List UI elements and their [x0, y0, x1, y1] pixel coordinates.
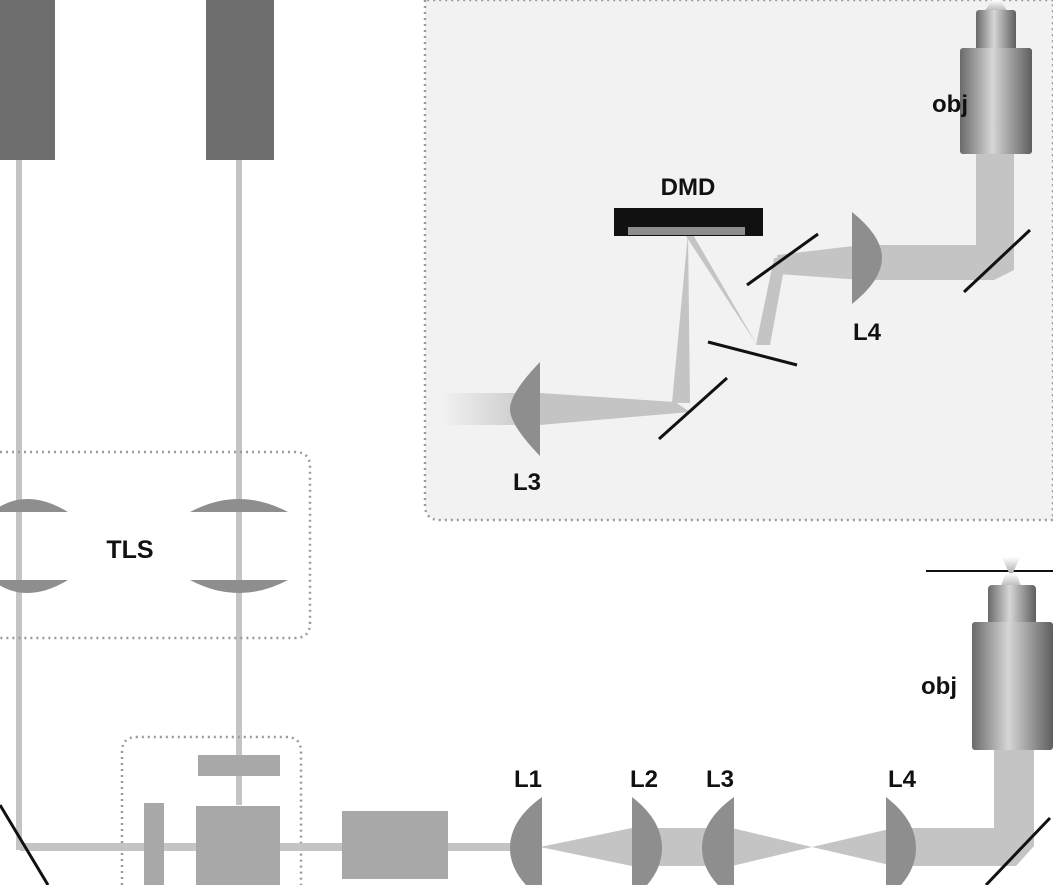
beam-vertical-2 — [236, 160, 242, 805]
label-l4: L4 — [888, 766, 917, 793]
lens-l4 — [886, 797, 916, 885]
label-l1: L1 — [514, 766, 542, 793]
label-obj-bottom: obj — [921, 673, 957, 700]
dmd-device — [614, 208, 763, 236]
inset-mirror-2 — [707, 340, 798, 367]
mirror-bottom-left — [0, 804, 50, 885]
lens-l2 — [632, 797, 662, 885]
telescope-beam-path — [540, 748, 1034, 866]
tls-lenses — [0, 499, 288, 593]
inset-mirror-3 — [746, 232, 819, 287]
laser-head-1 — [0, 0, 55, 160]
inset-mirrors — [657, 228, 1032, 441]
inset-lens-l4 — [852, 212, 882, 304]
label-l4-inset: L4 — [853, 319, 882, 346]
tls-box — [0, 450, 312, 640]
tls-lens-right-lower — [190, 580, 288, 593]
label-l2: L2 — [630, 766, 658, 793]
combiner-box — [120, 735, 303, 885]
tls-lens-left-lower — [0, 580, 68, 593]
main-objective — [926, 557, 1053, 750]
tls-lens-left-upper — [0, 499, 68, 512]
label-l3-inset: L3 — [513, 469, 541, 496]
polarizer-plate — [144, 803, 164, 885]
inset-mirror-4 — [962, 228, 1032, 294]
beam-splitter-cube — [196, 806, 280, 885]
inset-lens-l3 — [510, 362, 540, 456]
dmd-inset-panel — [423, 0, 1053, 522]
lens-l1 — [510, 797, 542, 885]
modulator-box — [342, 811, 448, 879]
mirror-bottom-right — [984, 816, 1052, 885]
label-tls: TLS — [106, 536, 153, 564]
inset-objective — [960, 0, 1032, 154]
label-dmd: DMD — [661, 174, 716, 201]
tls-lens-right-upper — [190, 499, 288, 512]
main-lenses — [510, 797, 916, 885]
inset-mirror-1 — [657, 376, 729, 441]
label-l3: L3 — [706, 766, 734, 793]
laser-head-2 — [206, 0, 274, 160]
lens-l3 — [702, 797, 734, 885]
label-obj-top: obj — [932, 91, 968, 118]
waveplate-plate — [198, 755, 280, 776]
